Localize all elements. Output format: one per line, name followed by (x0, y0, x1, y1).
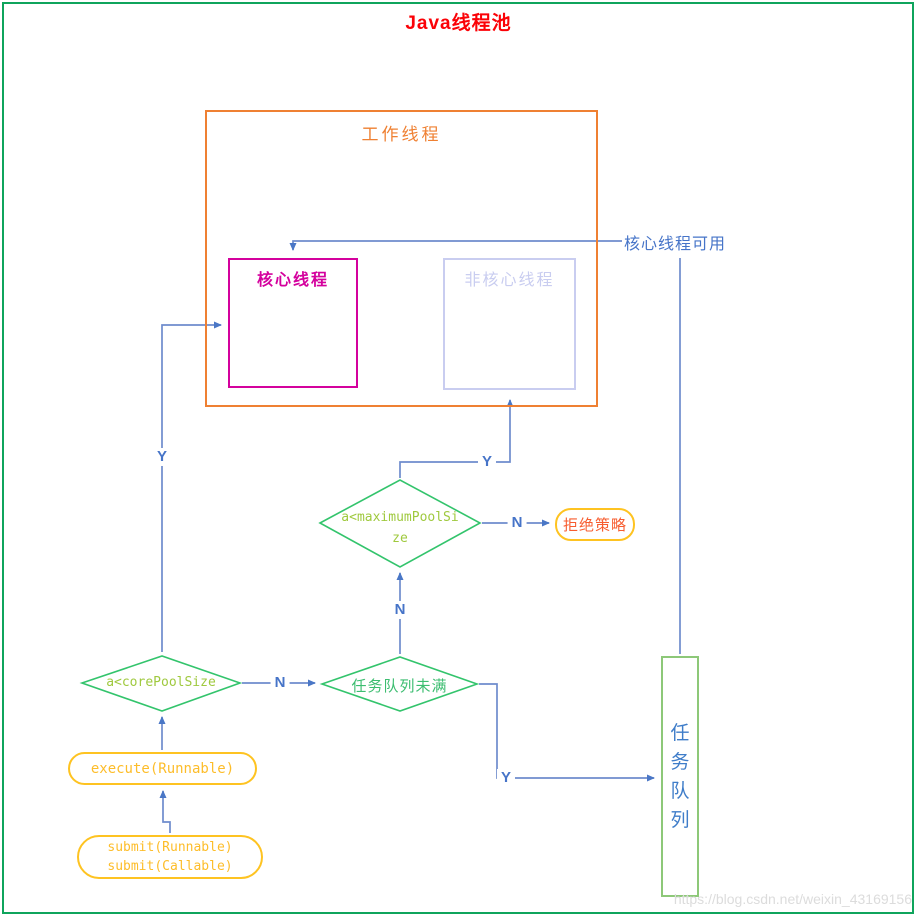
edge-maxpool-yes-to-noncore (399, 399, 514, 478)
edge-label-no-maxpool: N (507, 514, 527, 532)
edge-available-to-core (289, 240, 622, 251)
decision-corepoolsize-diamond (79, 655, 243, 712)
edge-label-no-queuefull: N (390, 601, 410, 619)
decision-queue-not-full-diamond (319, 656, 480, 712)
edge-label-yes-queuefull: Y (496, 769, 516, 787)
execute-node: execute(Runnable) (68, 752, 257, 785)
edge-label-yes-corepool: Y (152, 448, 172, 466)
edge-label-yes-maxpool: Y (477, 453, 497, 471)
worker-threads-label: 工作线程 (361, 125, 442, 144)
submit-line2: submit(Callable) (107, 859, 233, 874)
edge-submit-to-execute (159, 790, 171, 833)
core-thread-box: 核心线程 (228, 258, 358, 388)
watermark-url: https://blog.csdn.net/weixin_43169156 (673, 891, 912, 907)
execute-label: execute(Runnable) (90, 760, 235, 777)
core-thread-label: 核心线程 (256, 272, 329, 289)
decision-maximumpoolsize-diamond (318, 479, 482, 568)
reject-policy-node: 拒绝策略 (555, 508, 635, 541)
edge-label-no-corepool: N (270, 674, 290, 692)
submit-node: submit(Runnable) submit(Callable) (77, 835, 263, 879)
core-available-label: 核心线程可用 (624, 236, 727, 253)
edge-corepool-yes-to-core (161, 321, 222, 652)
noncore-thread-label: 非核心线程 (464, 272, 555, 289)
noncore-thread-box: 非核心线程 (443, 258, 576, 390)
page-title: Java线程池 (405, 13, 512, 34)
worker-threads-box: 工作线程 (205, 110, 598, 407)
reject-policy-label: 拒绝策略 (562, 517, 627, 534)
submit-label: submit(Runnable) submit(Callable) (107, 838, 232, 876)
edge-queuefull-yes-to-queue (479, 683, 655, 782)
task-queue-label: 任务队列 (670, 722, 690, 831)
task-queue-box: 任务队列 (661, 656, 699, 897)
submit-line1: submit(Runnable) (107, 840, 233, 855)
